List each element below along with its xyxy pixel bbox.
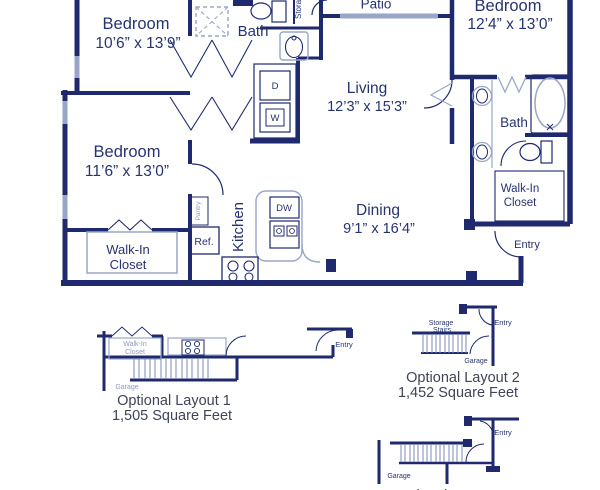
layout3-stairs (400, 444, 463, 462)
layout3-walls (377, 416, 519, 484)
bedroom-top-left-label: Bedroom (103, 15, 170, 33)
layout2-storage-stairs-line1: Storage (429, 320, 454, 327)
pantry-door-arc (191, 163, 224, 196)
living-dims: 12’3” x 15’3” (327, 99, 407, 115)
walk-in-closet-left-outline (86, 231, 178, 274)
patio-door-arc (311, 0, 328, 16)
refrigerator-label: Ref. (194, 236, 213, 248)
hall-double-door-lower (169, 96, 253, 132)
layout1-garage-label: Garage (115, 384, 138, 391)
main-unit: Bedroom 10’6” x 13’9” Bath Patio Storage… (61, 0, 573, 286)
optional-layout-1: Walk-In Closet Entry Garage Optional Lay… (97, 326, 353, 424)
toilet-upper (250, 0, 287, 23)
layout1-entry-label: Entry (335, 340, 353, 349)
layout2-entry-door-arc (478, 308, 493, 326)
bedroom-top-left-dims: 10’6” x 13’9” (95, 35, 180, 52)
pantry-cabinet (190, 196, 209, 226)
layout1-labels: Walk-In Closet Entry Garage Optional Lay… (112, 340, 353, 424)
dining-dims: 9’1” x 16’4” (343, 221, 415, 237)
bathtub (530, 74, 570, 134)
hall-double-door-upper (169, 39, 253, 79)
living-door-chevron (429, 82, 453, 107)
washer-dryer-stack (253, 63, 297, 139)
layout1-area: 1,505 Square Feet (112, 408, 232, 424)
layout1-stove (181, 339, 205, 356)
walk-in-closet-right-line1: Walk-In (501, 183, 540, 195)
bath-right-accordion-door (497, 75, 527, 94)
layout2-storage-stairs-line2: Stairs (433, 327, 451, 334)
doors (107, 0, 527, 258)
storage-label: Storage (294, 0, 303, 19)
layout2-area: 1,452 Square Feet (398, 385, 518, 401)
layout2-walls (412, 304, 497, 366)
layout2-entry-label: Entry (494, 318, 512, 327)
kitchen-counter (255, 190, 321, 263)
layout1-walls (97, 326, 353, 391)
optional-layout-2: Storage Stairs Entry Garage Optional Lay… (398, 304, 520, 401)
layout3-garage-door-arc (465, 443, 485, 463)
layout3-title: Optional Layout 3 (393, 488, 507, 490)
windows (62, 13, 438, 219)
layout3-labels: Entry Garage Optional Layout 3 (387, 428, 512, 490)
layout3-fixtures (400, 420, 494, 463)
layout3-entry-label: Entry (494, 428, 512, 437)
walk-in-closet-left-line2: Closet (110, 257, 147, 272)
bedroom-top-right-dims: 12’4” x 13’0” (467, 16, 552, 33)
main-unit-walls (61, 0, 573, 286)
entry-label: Entry (514, 239, 540, 251)
living-label: Living (347, 80, 388, 97)
vanity-sinks-right (471, 80, 493, 168)
layout2-garage-label: Garage (464, 358, 487, 365)
layout2-fixtures (422, 308, 493, 355)
patio-label: Patio (361, 0, 392, 12)
layout1-walk-in-closet-line2: Closet (125, 349, 145, 356)
sink-upper (279, 31, 309, 61)
closet-left-bifold-door (107, 219, 153, 231)
kitchen-sink (269, 220, 300, 249)
stove (221, 256, 259, 285)
dishwasher-label: DW (276, 203, 292, 214)
bedroom-mid-left-dims: 11’6” x 13’0” (85, 163, 169, 180)
washer-label: W (271, 113, 280, 124)
fixtures (86, 0, 570, 285)
layout1-door-arc (225, 335, 247, 357)
closet-right-door-arc (500, 140, 527, 167)
layout3-entry-door-arc (479, 420, 494, 437)
layout1-walk-in-closet-line1: Walk-In (123, 341, 147, 348)
layout1-fixtures (108, 329, 339, 378)
optional-layout-3: Entry Garage Optional Layout 3 (377, 416, 519, 490)
layout3-garage-label: Garage (387, 473, 410, 480)
toilet-right (519, 140, 553, 164)
layout2-stairs (422, 334, 467, 353)
bath-upper-label: Bath (238, 23, 269, 40)
kitchen-label: Kitchen (230, 202, 247, 252)
dishwasher (269, 196, 300, 219)
walk-in-closet-left-line1: Walk-In (106, 242, 150, 257)
walk-in-closet-right-outline (494, 170, 565, 222)
main-unit-labels: Bedroom 10’6” x 13’9” Bath Patio Storage… (85, 0, 553, 272)
layout1-stairs (133, 359, 209, 378)
bedroom-top-right-label: Bedroom (475, 0, 542, 15)
layout2-labels: Storage Stairs Entry Garage Optional Lay… (398, 318, 520, 401)
dining-label: Dining (356, 202, 400, 219)
layout2-garage-door-arc (469, 335, 490, 355)
refrigerator (189, 226, 220, 255)
entry-door-arc (494, 230, 522, 258)
pantry-label: Pantry (195, 201, 202, 221)
layout1-closet-outline (108, 337, 162, 360)
walk-in-closet-right-line2: Closet (504, 197, 537, 209)
layout2-title: Optional Layout 2 (406, 370, 520, 386)
layout1-title: Optional Layout 1 (117, 393, 231, 409)
bath-right-label: Bath (500, 115, 528, 130)
bedroom-right-door-arc (423, 79, 453, 109)
shower (195, 6, 229, 37)
bedroom-mid-left-label: Bedroom (94, 143, 161, 161)
layout1-entry-door-arc (315, 329, 339, 352)
dryer-label: D (272, 81, 279, 92)
